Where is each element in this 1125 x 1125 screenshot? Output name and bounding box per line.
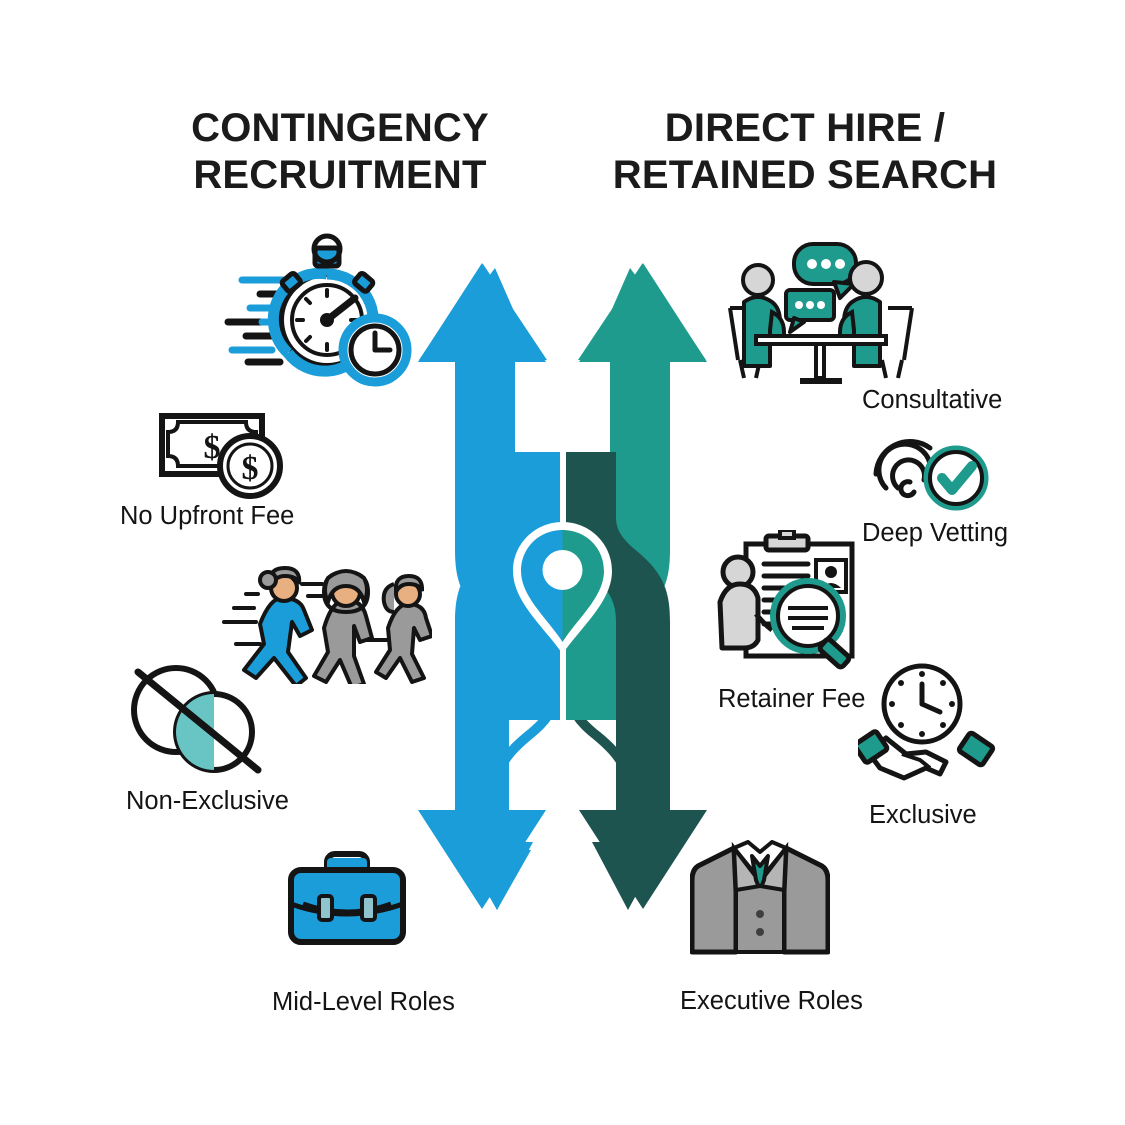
meeting-speech-bubbles-icon bbox=[716, 240, 926, 388]
location-pin-marker bbox=[513, 522, 612, 654]
label-exclusive: Exclusive bbox=[869, 801, 977, 829]
label-retainer-fee: Retainer Fee bbox=[718, 685, 866, 713]
running-people-icon bbox=[216, 552, 432, 684]
label-mid-level-roles: Mid-Level Roles bbox=[272, 988, 455, 1016]
briefcase-icon bbox=[283, 842, 411, 952]
page-title-left: CONTINGENCY RECRUITMENT bbox=[191, 106, 489, 198]
banknote-coin-icon: $ $ bbox=[156, 404, 292, 500]
business-suit-icon bbox=[690, 840, 830, 960]
non-exclusive-circles-icon bbox=[118, 658, 276, 784]
resume-magnifier-icon bbox=[716, 530, 876, 670]
page-title-right: DIRECT HIRE / RETAINED SEARCH bbox=[612, 106, 998, 198]
label-deep-vetting: Deep Vetting bbox=[862, 519, 1009, 547]
label-executive-roles: Executive Roles bbox=[680, 987, 863, 1015]
label-non-exclusive: Non-Exclusive bbox=[126, 787, 289, 815]
crossing-arrows-diagram bbox=[405, 250, 720, 920]
label-no-upfront-fee: No Upfront Fee bbox=[120, 502, 295, 530]
stopwatch-speed-icon bbox=[222, 232, 414, 390]
svg-text:$: $ bbox=[204, 429, 221, 466]
fingerprint-check-icon bbox=[868, 432, 994, 518]
handshake-clock-icon bbox=[858, 660, 996, 784]
label-consultative: Consultative bbox=[862, 386, 1003, 414]
svg-text:$: $ bbox=[242, 450, 259, 487]
